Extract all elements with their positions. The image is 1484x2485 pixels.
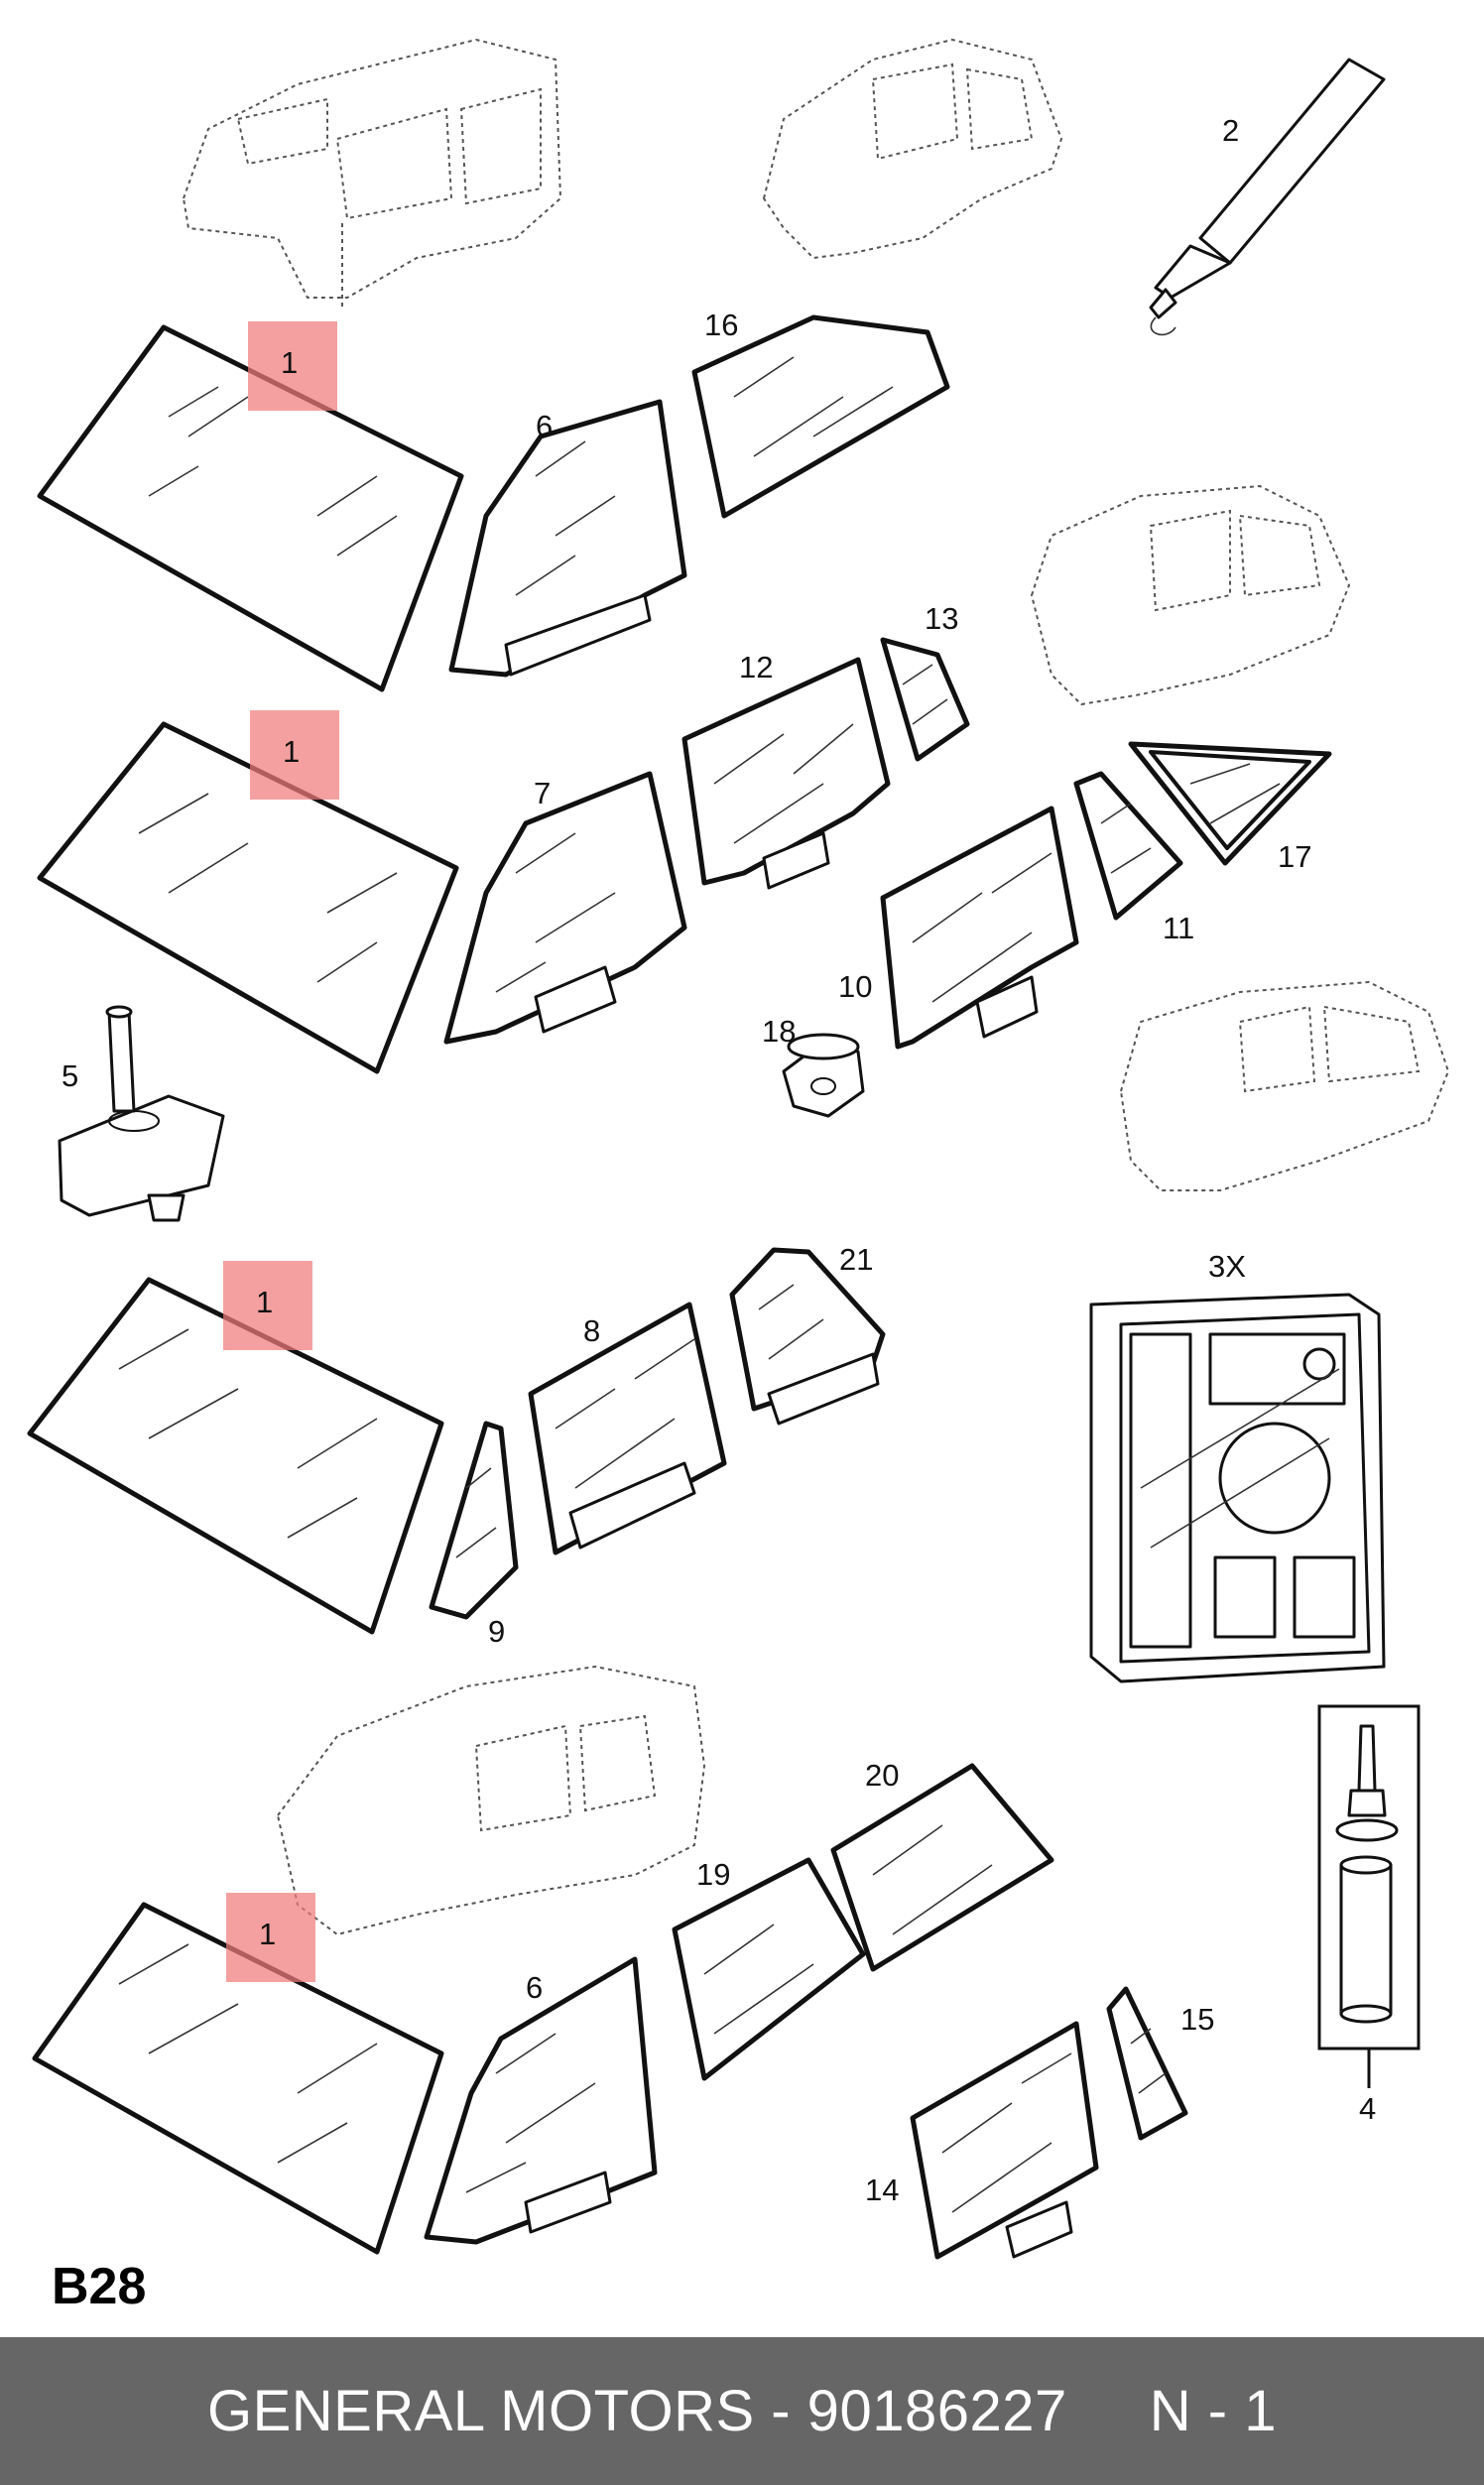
windshield-row1[interactable] bbox=[37, 324, 464, 692]
windshield-row2[interactable] bbox=[37, 721, 459, 1074]
callout-10: 10 bbox=[838, 969, 872, 1004]
clip-5[interactable] bbox=[58, 1005, 225, 1222]
side-glass-19[interactable] bbox=[672, 1857, 866, 2081]
callout-21: 21 bbox=[839, 1242, 873, 1277]
callout-16: 16 bbox=[704, 308, 738, 342]
callout-6a: 6 bbox=[536, 409, 553, 443]
vent-glass-13[interactable] bbox=[880, 637, 970, 762]
callout-6b: 6 bbox=[526, 1970, 543, 2005]
rear-door-glass-14[interactable] bbox=[910, 2021, 1099, 2260]
callout-7: 7 bbox=[534, 776, 551, 810]
rear-door-glass-10[interactable] bbox=[880, 806, 1079, 1050]
front-door-glass-6b[interactable] bbox=[424, 1956, 658, 2245]
callout-20: 20 bbox=[865, 1758, 899, 1793]
callout-12: 12 bbox=[739, 650, 773, 684]
front-door-glass-6a[interactable] bbox=[448, 399, 687, 678]
callout-11: 11 bbox=[1163, 911, 1194, 945]
repair-kit-3x[interactable] bbox=[1089, 1293, 1386, 1683]
callout-2: 2 bbox=[1222, 113, 1239, 148]
hatchback-outline-top bbox=[762, 38, 1063, 260]
quarter-glass-21[interactable] bbox=[729, 1247, 886, 1426]
sealant-tube-2[interactable] bbox=[1149, 58, 1386, 336]
callout-3x: 3X bbox=[1208, 1249, 1246, 1284]
door-glass-8[interactable] bbox=[528, 1302, 727, 1555]
callout-17: 17 bbox=[1278, 839, 1311, 874]
windshield-row3[interactable] bbox=[27, 1277, 444, 1635]
windshield-row4[interactable] bbox=[32, 1902, 444, 2255]
front-door-glass-7[interactable] bbox=[443, 771, 687, 1045]
sedan-outline-middle bbox=[1119, 980, 1450, 1191]
callout-13: 13 bbox=[925, 601, 958, 636]
callout-9: 9 bbox=[488, 1614, 505, 1649]
callout-19: 19 bbox=[696, 1857, 730, 1892]
callout-15: 15 bbox=[1180, 2002, 1214, 2037]
callout-highlight-1c bbox=[223, 1261, 312, 1350]
parts-diagram: 1 6 16 2 1 7 12 13 bbox=[27, 38, 1450, 2315]
callout-8: 8 bbox=[583, 1313, 600, 1348]
footer-text: GENERAL MOTORS - 90186227 N - 1 bbox=[206, 2379, 1277, 2443]
callout-5: 5 bbox=[62, 1058, 78, 1093]
sedan-outline-right bbox=[1030, 484, 1351, 706]
callout-highlight-1d bbox=[226, 1893, 315, 1982]
quarter-glass-17[interactable] bbox=[1128, 741, 1332, 866]
callout-14: 14 bbox=[865, 2173, 899, 2207]
section-code: B28 bbox=[52, 2258, 146, 2315]
callout-1c: 1 bbox=[256, 1285, 273, 1319]
callout-1d: 1 bbox=[259, 1917, 276, 1951]
wagon-outline-bottom bbox=[276, 1665, 706, 1936]
callout-4: 4 bbox=[1359, 2091, 1376, 2126]
callout-1a: 1 bbox=[281, 345, 298, 380]
rear-door-glass-12[interactable] bbox=[681, 657, 891, 890]
callout-highlight-1b bbox=[250, 710, 339, 800]
callout-1b: 1 bbox=[283, 734, 300, 769]
callout-18: 18 bbox=[762, 1014, 796, 1049]
quarter-glass-15[interactable] bbox=[1106, 1986, 1188, 2141]
rear-quarter-glass-16[interactable] bbox=[691, 314, 950, 519]
adhesive-set-4[interactable] bbox=[1317, 1704, 1421, 2088]
nut-18[interactable] bbox=[782, 1033, 865, 1118]
van-outline bbox=[182, 38, 562, 308]
quarter-glass-9[interactable] bbox=[429, 1421, 519, 1620]
callout-highlight-1a bbox=[248, 321, 337, 411]
side-glass-20[interactable] bbox=[830, 1763, 1054, 1972]
vent-glass-11[interactable] bbox=[1073, 771, 1183, 921]
footer-bar: GENERAL MOTORS - 90186227 N - 1 bbox=[0, 2337, 1484, 2485]
